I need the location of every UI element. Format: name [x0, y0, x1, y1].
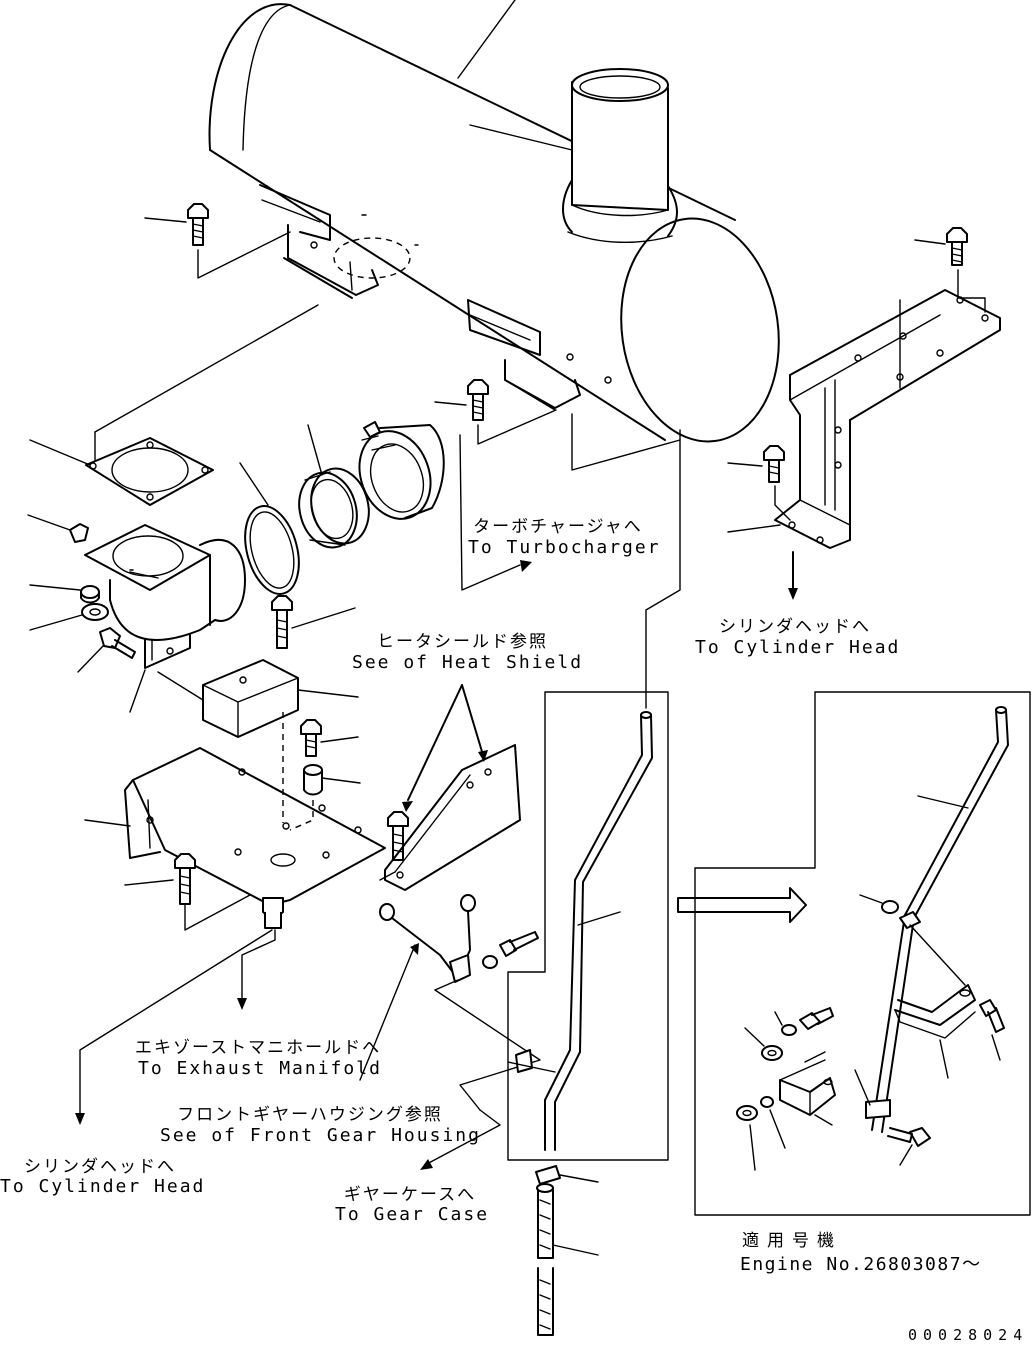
breather-hose [536, 1183, 599, 1336]
nut-1 [29, 603, 109, 631]
gear-case-label-jp: ギヤーケースへ [343, 1185, 477, 1205]
bolt-shield [300, 719, 359, 757]
detail-tube [871, 706, 1009, 1133]
applicable-serial-label-jp: 適用号機 [742, 1231, 842, 1251]
exhaust-manifold-route-line [237, 929, 276, 1010]
harness-washer [482, 955, 498, 969]
muffler-outlet-pipe [562, 68, 678, 244]
cylinder-head-right-label-en: To Cylinder Head [695, 637, 901, 658]
detail-nut-1 [744, 1027, 783, 1061]
bolt-heat-shield-side [387, 811, 409, 861]
seal-ring [239, 462, 300, 595]
detail-bracket-lower [779, 1051, 836, 1126]
change-arrow-icon [677, 887, 807, 923]
detail-pipe-clamp [854, 1069, 891, 1119]
cylinder-head-left-route-line [75, 929, 273, 1125]
gasket [29, 431, 214, 506]
wire-harness [379, 894, 476, 991]
muffler-leader-lines [457, 0, 573, 151]
front-gear-leader [359, 943, 541, 1111]
bolt-muffler-right [434, 379, 681, 471]
harness-bolt [499, 931, 539, 957]
bellows-joint [298, 424, 370, 549]
detail-washer-2 [760, 1096, 786, 1149]
exhaust-manifold-label-jp: エキゾーストマニホールドへ [135, 1038, 382, 1058]
spacer-block [157, 659, 359, 738]
exhaust-manifold-label-en: To Exhaust Manifold [138, 1058, 382, 1079]
cylinder-head-bracket [727, 269, 1001, 600]
detail-bracket-upper [894, 984, 976, 1079]
elbow-fitting-plug [27, 514, 89, 543]
spacer-collar [303, 764, 361, 796]
detail-bolt-right [979, 999, 1005, 1061]
heat-shield-plate [84, 712, 386, 929]
detail-bolt-bottom [887, 1127, 931, 1166]
front-gear-housing-label-en: See of Front Gear Housing [160, 1125, 481, 1146]
detail-washer-top [859, 894, 899, 914]
detail-washer-1 [774, 1011, 797, 1036]
bolt-block [271, 595, 356, 649]
heat-shield-label-jp: ヒータシールド参照 [377, 632, 548, 652]
muffler-bracket-left [259, 184, 379, 299]
detail-clip [899, 911, 966, 986]
cylinder-head-right-label-jp: シリンダヘッドへ [719, 617, 871, 637]
bolt-heat-shield-plate [124, 853, 251, 931]
gear-case-route-line [420, 1109, 501, 1170]
heat-shield-side-bracket [379, 744, 521, 891]
bolt-bracket-mid-right [727, 445, 785, 483]
bolt-muffler-left [94, 203, 319, 433]
turbocharger-label-jp: ターボチャージャへ [473, 517, 643, 537]
bolt-elbow [77, 627, 136, 673]
clamp [358, 421, 445, 520]
engine-number-label: Engine No.26803087〜 [740, 1254, 982, 1275]
hose-clip [535, 1165, 599, 1185]
cylinder-head-left-label-jp: シリンダヘッドへ [24, 1157, 176, 1177]
detail-nipple [799, 1007, 834, 1030]
muffler [208, 3, 780, 443]
heat-shield-label-en: See of Heat Shield [352, 652, 584, 673]
detail-nut-2 [736, 1105, 758, 1171]
muffler-bracket-right [467, 299, 612, 411]
turbocharger-label-en: To Turbocharger [468, 537, 661, 558]
cylinder-head-left-label-en: To Cylinder Head [0, 1176, 206, 1197]
turbocharger-route-line [459, 434, 532, 591]
drawing-number: 00028024 [908, 1326, 1029, 1344]
breather-tube [507, 429, 681, 1151]
heat-shield-arrows [402, 684, 488, 812]
detail-box [694, 691, 1031, 1216]
breather-tube-box [507, 691, 669, 1161]
bolt-bracket-top-right [914, 227, 968, 266]
gear-case-label-en: To Gear Case [335, 1204, 490, 1225]
washer-1 [29, 584, 100, 604]
front-gear-housing-label-jp: フロントギヤーハウジング参照 [177, 1105, 443, 1125]
exhaust-elbow [84, 524, 246, 713]
